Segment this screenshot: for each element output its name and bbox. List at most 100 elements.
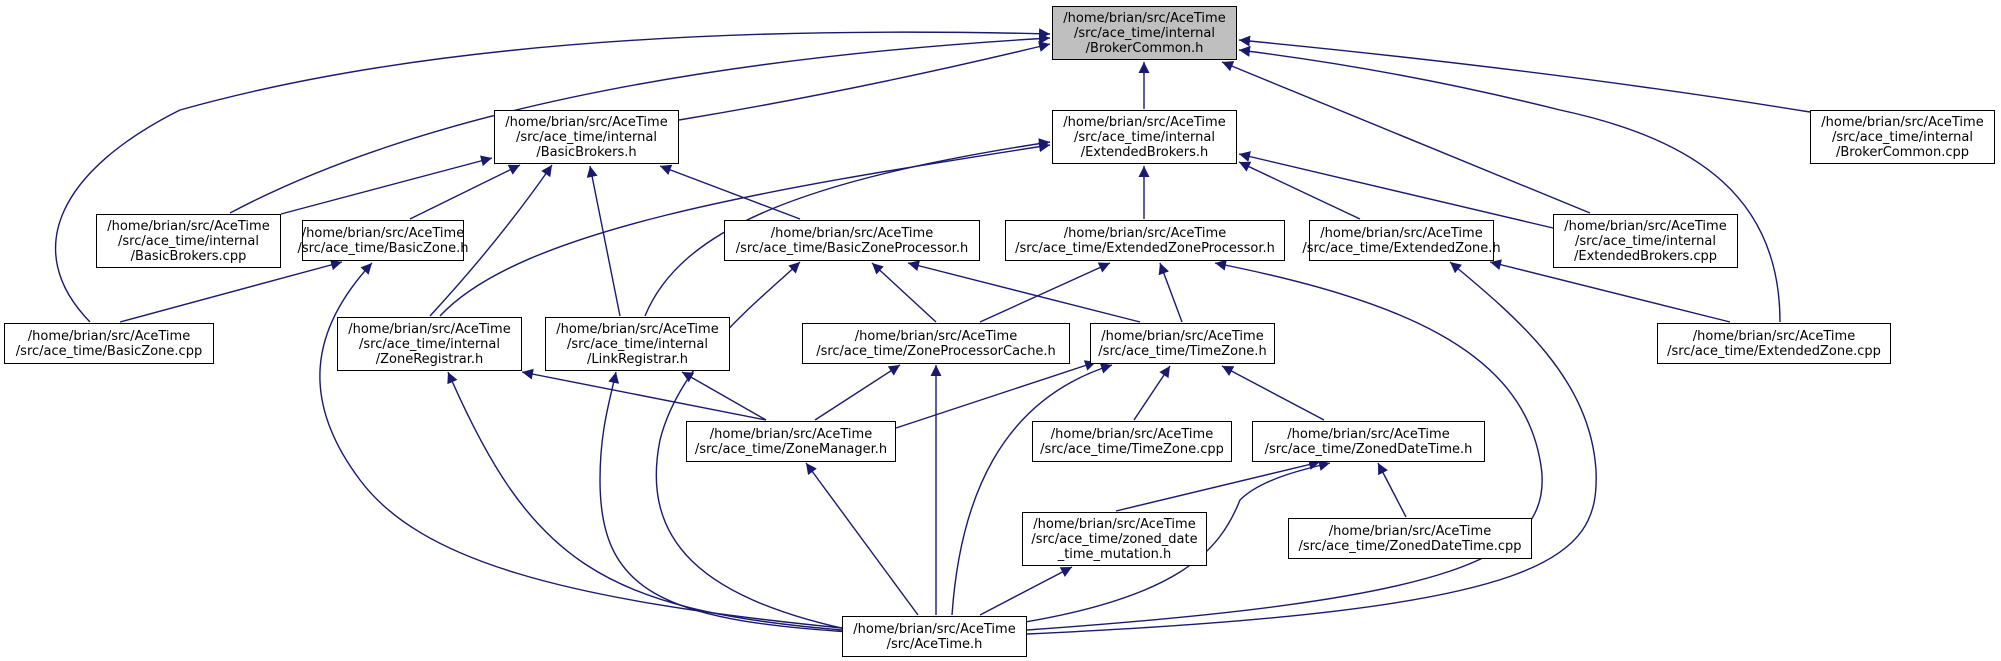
file-node-label-line: /home/brian/src/AceTime bbox=[853, 621, 1016, 637]
file-node-label-line: /src/ace_time/ExtendedZone.cpp bbox=[1667, 343, 1881, 359]
edge-acetime_h-to-zoneregistrar_h bbox=[447, 371, 843, 631]
file-node-label-line: /home/brian/src/AceTime bbox=[1063, 114, 1226, 130]
edge-basicbrokers_cpp-to-brokercommon_h bbox=[229, 33, 1051, 214]
file-node-label-line: /home/brian/src/AceTime bbox=[1063, 10, 1226, 26]
file-node-timezone-cpp[interactable]: /home/brian/src/AceTime/src/ace_time/Tim… bbox=[1032, 421, 1232, 462]
file-node-label-line: /src/ace_time/ExtendedZone.h bbox=[1302, 240, 1501, 256]
file-node-label-line: /BrokerCommon.h bbox=[1085, 40, 1204, 56]
file-node-basiczone-h[interactable]: /home/brian/src/AceTime/src/ace_time/Bas… bbox=[298, 220, 469, 261]
file-node-label-line: /home/brian/src/AceTime bbox=[1564, 218, 1727, 234]
edge-acetime_h-to-extendedzoneprocessor_h bbox=[1026, 259, 1543, 631]
file-node-label-line: /src/ace_time/internal bbox=[1832, 129, 1973, 145]
file-node-label-line: /home/brian/src/AceTime bbox=[27, 328, 191, 344]
file-node-label-line: /src/ace_time/ZoneManager.h bbox=[694, 441, 888, 457]
edge-acetime_h-to-linkregistrar_h bbox=[599, 371, 851, 633]
file-node-label-line: /home/brian/src/AceTime bbox=[854, 328, 1018, 344]
edge-zoneprocessorcache_h-to-basiczoneprocessor_h bbox=[871, 262, 937, 323]
edge-zoneddatetime_cpp-to-zoneddatetime_h bbox=[1377, 462, 1407, 518]
file-node-label-line: /src/ace_time/internal bbox=[118, 233, 259, 249]
edge-acetime_h-to-zoneddatetime_h bbox=[999, 460, 1331, 627]
edge-zonemanager_h-to-zoneprocessorcache_h bbox=[814, 364, 901, 421]
edge-basiczone_cpp-to-brokercommon_h bbox=[54, 28, 1051, 323]
file-node-label-line: /home/brian/src/AceTime bbox=[348, 321, 511, 337]
file-node-label-line: /home/brian/src/AceTime bbox=[1063, 225, 1227, 241]
file-node-label-line: /home/brian/src/AceTime bbox=[107, 218, 270, 234]
edge-extendedzone_cpp-to-extendedzone_h bbox=[1489, 259, 1731, 323]
edge-basiczoneprocessor_h-to-basicbrokers_h bbox=[659, 164, 801, 220]
edge-timezone_h-to-extendedzoneprocessor_h bbox=[1158, 262, 1183, 323]
file-node-label-line: /home/brian/src/AceTime bbox=[709, 426, 873, 442]
edge-acetime_h-to-zonemanager_h bbox=[805, 462, 919, 616]
edge-zonemanager_h-to-linkregistrar_h bbox=[681, 371, 767, 421]
file-node-label-line: /src/ace_time/internal bbox=[567, 336, 708, 352]
dependency-edges bbox=[54, 28, 1811, 635]
file-node-label-line: /src/ace_time/TimeZone.h bbox=[1098, 343, 1267, 359]
file-node-label-line: /home/brian/src/AceTime bbox=[1050, 426, 1214, 442]
file-node-label-line: /home/brian/src/AceTime bbox=[1033, 516, 1196, 532]
file-node-zoneddatetime-h[interactable]: /home/brian/src/AceTime/src/ace_time/Zon… bbox=[1252, 421, 1485, 462]
file-node-label-line: /src/ace_time/internal bbox=[1074, 25, 1215, 41]
file-node-extendedzoneprocessor-h[interactable]: /home/brian/src/AceTime/src/ace_time/Ext… bbox=[1005, 220, 1285, 261]
file-node-basicbrokers-h[interactable]: /home/brian/src/AceTime/src/ace_time/int… bbox=[494, 110, 679, 164]
file-node-label-line: /ExtendedBrokers.h bbox=[1080, 144, 1209, 160]
file-node-acetime-h[interactable]: /home/brian/src/AceTime/src/AceTime.h bbox=[842, 616, 1027, 657]
file-node-label-line: /BasicBrokers.h bbox=[536, 144, 637, 160]
file-node-label-line: /BrokerCommon.cpp bbox=[1835, 144, 1970, 160]
edge-linkregistrar_h-to-basicbrokers_h bbox=[586, 165, 621, 317]
file-node-linkregistrar-h[interactable]: /home/brian/src/AceTime/src/ace_time/int… bbox=[545, 317, 730, 371]
file-node-basiczone-cpp[interactable]: /home/brian/src/AceTime/src/ace_time/Bas… bbox=[4, 323, 214, 364]
file-node-label-line: /ExtendedBrokers.cpp bbox=[1573, 248, 1718, 264]
edge-timezone_cpp-to-timezone_h bbox=[1133, 365, 1171, 421]
file-node-label-line: /src/ace_time/internal bbox=[1074, 129, 1215, 145]
edge-acetime_h-to-zoned_date_time_mutation_h bbox=[979, 566, 1073, 616]
file-node-brokercommon-cpp[interactable]: /home/brian/src/AceTime/src/ace_time/int… bbox=[1810, 110, 1995, 164]
file-node-label-line: /src/ace_time/internal bbox=[516, 129, 657, 145]
edge-basicbrokers_h-to-brokercommon_h bbox=[678, 41, 1051, 121]
file-node-zoned-date-time-mutation-h[interactable]: /home/brian/src/AceTime/src/ace_time/zon… bbox=[1022, 512, 1207, 566]
edge-zoned_date_time_mutation_h-to-zoneddatetime_h bbox=[1115, 459, 1321, 512]
file-node-label-line: /src/ace_time/zoned_date bbox=[1031, 531, 1198, 547]
file-node-zonemanager-h[interactable]: /home/brian/src/AceTime/src/ace_time/Zon… bbox=[686, 421, 896, 462]
file-node-label-line: /src/ace_time/BasicZone.h bbox=[297, 240, 469, 256]
edge-extendedbrokers_cpp-to-extendedbrokers_h bbox=[1238, 151, 1554, 229]
file-node-label-line: /home/brian/src/AceTime bbox=[556, 321, 719, 337]
file-node-zoneregistrar-h[interactable]: /home/brian/src/AceTime/src/ace_time/int… bbox=[337, 317, 522, 371]
file-node-extendedbrokers-cpp[interactable]: /home/brian/src/AceTime/src/ace_time/int… bbox=[1553, 214, 1738, 268]
file-node-label-line: /src/ace_time/internal bbox=[359, 336, 500, 352]
file-node-label-line: /src/ace_time/BasicZoneProcessor.h bbox=[735, 240, 969, 256]
edge-zoneddatetime_h-to-timezone_h bbox=[1221, 365, 1325, 421]
edge-extendedzone_h-to-extendedbrokers_h bbox=[1238, 161, 1361, 220]
file-node-label-line: /BasicBrokers.cpp bbox=[130, 248, 247, 264]
edge-timezone_h-to-basiczoneprocessor_h bbox=[907, 260, 1141, 323]
file-node-extendedbrokers-h[interactable]: /home/brian/src/AceTime/src/ace_time/int… bbox=[1052, 110, 1237, 164]
file-node-label-line: /src/ace_time/internal bbox=[1575, 233, 1716, 249]
edge-zoneregistrar_h-to-basicbrokers_h bbox=[429, 164, 553, 317]
edge-acetime_h-to-extendedzone_h bbox=[1026, 261, 1597, 635]
file-node-basiczoneprocessor-h[interactable]: /home/brian/src/AceTime/src/ace_time/Bas… bbox=[724, 220, 980, 261]
edge-basiczone_h-to-basicbrokers_h bbox=[409, 164, 521, 220]
edge-linkregistrar_h-to-extendedbrokers_h bbox=[644, 138, 1051, 317]
file-node-label-line: /src/ace_time/ExtendedZoneProcessor.h bbox=[1015, 240, 1275, 256]
file-node-zoneddatetime-cpp[interactable]: /home/brian/src/AceTime/src/ace_time/Zon… bbox=[1288, 518, 1532, 559]
file-node-label-line: /src/AceTime.h bbox=[886, 636, 983, 652]
edge-zonemanager_h-to-zoneregistrar_h bbox=[521, 368, 767, 421]
file-node-timezone-h[interactable]: /home/brian/src/AceTime/src/ace_time/Tim… bbox=[1090, 323, 1275, 364]
file-node-label-line: /src/ace_time/ZonedDateTime.h bbox=[1264, 441, 1473, 457]
file-node-brokercommon-h[interactable]: /home/brian/src/AceTime/src/ace_time/int… bbox=[1052, 6, 1237, 60]
file-node-label-line: /home/brian/src/AceTime bbox=[770, 225, 934, 241]
file-node-extendedzone-cpp[interactable]: /home/brian/src/AceTime/src/ace_time/Ext… bbox=[1657, 323, 1891, 364]
edge-acetime_h-to-basiczone_h bbox=[319, 262, 843, 629]
edge-extendedbrokers_cpp-to-brokercommon_h bbox=[1221, 61, 1591, 214]
edge-brokercommon_cpp-to-brokercommon_h bbox=[1238, 35, 1811, 113]
file-node-extendedzone-h[interactable]: /home/brian/src/AceTime/src/ace_time/Ext… bbox=[1302, 220, 1501, 261]
file-node-label-line: /src/ace_time/ZoneProcessorCache.h bbox=[816, 343, 1056, 359]
file-node-label-line: /LinkRegistrar.h bbox=[586, 351, 689, 367]
file-node-basicbrokers-cpp[interactable]: /home/brian/src/AceTime/src/ace_time/int… bbox=[96, 214, 281, 268]
file-node-zoneprocessorcache-h[interactable]: /home/brian/src/AceTime/src/ace_time/Zon… bbox=[802, 323, 1070, 364]
edge-acetime_h-to-basiczoneprocessor_h bbox=[655, 261, 861, 633]
edge-basiczone_cpp-to-basiczone_h bbox=[119, 259, 343, 323]
edge-acetime_h-to-timezone_h bbox=[951, 363, 1113, 616]
file-node-label-line: /src/ace_time/ZonedDateTime.cpp bbox=[1298, 538, 1522, 554]
file-node-label-line: /home/brian/src/AceTime bbox=[1320, 225, 1483, 241]
